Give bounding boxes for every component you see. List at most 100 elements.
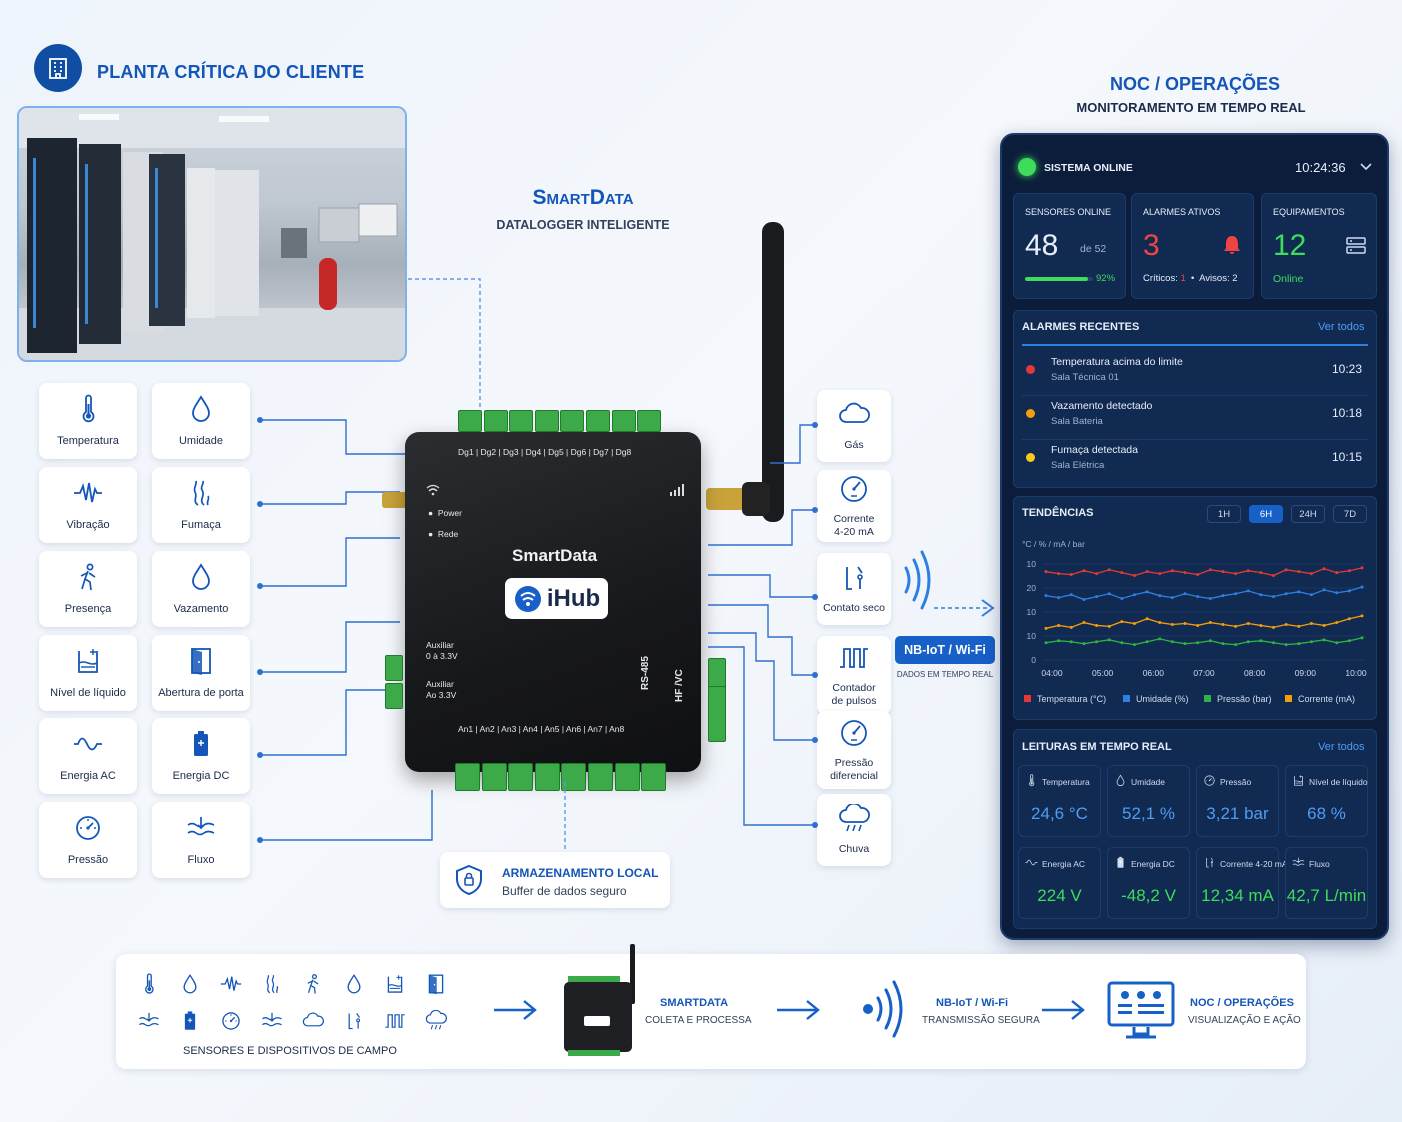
reading-header: Corrente 4-20 mA: [1203, 856, 1288, 871]
flow-step1-sub: COLETA E PROCESSA: [645, 1015, 752, 1026]
data-point: [1297, 624, 1301, 628]
sensor-tile[interactable]: Energia AC: [39, 718, 137, 794]
sensor-label: Presença: [64, 603, 112, 616]
sensor-tile[interactable]: Energia DC: [152, 718, 250, 794]
data-point: [1082, 621, 1086, 625]
sensor-tile[interactable]: Umidade: [152, 383, 250, 459]
sensor-tile[interactable]: Abertura de porta: [152, 635, 250, 711]
sensor-label: Vibração: [66, 519, 110, 532]
data-point: [1246, 569, 1250, 573]
data-point: [1246, 622, 1250, 626]
data-point: [1259, 623, 1263, 627]
clock: 10:24:36: [1295, 160, 1346, 175]
terminal-block: [586, 410, 610, 432]
sensor-tile[interactable]: Fumaça: [152, 467, 250, 543]
sensor-tile[interactable]: Chuva: [817, 794, 891, 866]
building-icon: [34, 44, 82, 92]
sensor-tile[interactable]: Gás: [817, 390, 891, 462]
data-point: [1069, 573, 1073, 577]
reading-card[interactable]: Umidade 52,1 %: [1107, 765, 1190, 837]
sensor-label-line1: Chuva: [838, 843, 870, 856]
sensor-label: Gás: [844, 439, 864, 452]
data-point: [1309, 640, 1313, 644]
data-point: [1057, 596, 1061, 600]
online-status-dot: [1018, 158, 1036, 176]
data-point: [1120, 641, 1124, 645]
range-tab-24h[interactable]: 24H: [1291, 505, 1325, 523]
data-point: [1259, 639, 1263, 643]
terminal-block: [708, 686, 726, 742]
data-point: [1246, 640, 1250, 644]
legend-label: Temperatura (°C): [1037, 694, 1106, 704]
kpi-equipment-card[interactable]: [1261, 193, 1377, 299]
reading-header: Umidade: [1114, 774, 1165, 789]
rs485-label: RS-485: [640, 656, 651, 690]
reading-card[interactable]: Energia DC-48,2 V: [1107, 847, 1190, 919]
reading-header: Fluxo: [1292, 856, 1330, 871]
legend-swatch: [1123, 695, 1130, 702]
data-point: [1196, 623, 1200, 627]
sensor-tile[interactable]: Fluxo: [152, 802, 250, 878]
reading-card[interactable]: Corrente 4-20 mA 12,34 mA: [1196, 847, 1288, 919]
battery-icon: [186, 729, 216, 764]
data-point: [1120, 620, 1124, 624]
radio-waves-icon: [904, 550, 995, 617]
droplet-icon: [186, 394, 216, 429]
chevron-down-icon[interactable]: [1360, 163, 1372, 171]
range-tab-6h[interactable]: 6H: [1249, 505, 1283, 523]
legend-swatch: [1024, 695, 1031, 702]
reading-label: Corrente 4-20 mA: [1220, 858, 1288, 869]
sensor-tile[interactable]: Temperatura: [39, 383, 137, 459]
x-tick-label: 09:00: [1295, 668, 1317, 678]
sensor-tile[interactable]: Pressão: [39, 802, 137, 878]
photo-connector: [408, 278, 481, 415]
plant-title: PLANTA CRÍTICA DO CLIENTE: [97, 62, 365, 82]
kpi-equipment-label: EQUIPAMENTOS: [1273, 207, 1345, 217]
data-point: [1297, 642, 1301, 646]
kpi-sensors-card[interactable]: [1013, 193, 1126, 299]
sensor-tile[interactable]: Nível de líquido: [39, 635, 137, 711]
reading-label: Temperatura: [1042, 776, 1090, 787]
data-point: [1082, 598, 1086, 602]
sensor-tile[interactable]: Contato seco: [817, 553, 891, 625]
reading-value: 52,1 %: [1122, 804, 1175, 823]
range-tab-1h[interactable]: 1H: [1207, 505, 1241, 523]
reading-value: 12,34 mA: [1201, 886, 1274, 905]
data-point: [1132, 643, 1136, 647]
range-tab-7d[interactable]: 7D: [1333, 505, 1367, 523]
recent-alarms-link[interactable]: Ver todos: [1318, 321, 1365, 333]
noc-subtitle: MONITORAMENTO EM TEMPO REAL: [1076, 100, 1306, 115]
flow-arrow-2: [777, 1000, 820, 1020]
sensor-tile[interactable]: Presença: [39, 551, 137, 627]
terminal-block: [637, 410, 662, 432]
data-point: [1183, 622, 1187, 626]
alarm-location: Sala Técnica 01: [1051, 372, 1119, 383]
reading-header: Pressão: [1203, 774, 1251, 789]
terminal-block: [458, 410, 482, 432]
sensor-tile[interactable]: Vazamento: [152, 551, 250, 627]
kpi-equipment-status: Online: [1273, 273, 1304, 285]
readings-link[interactable]: Ver todos: [1318, 741, 1365, 753]
chart-y-label: °C / % / mA / bar: [1022, 539, 1085, 549]
data-point: [1170, 622, 1174, 626]
plant-photo: [17, 106, 407, 362]
terminal-block: [455, 763, 480, 791]
meter-icon: [838, 474, 870, 509]
data-point: [1259, 571, 1263, 575]
sensor-tile[interactable]: Vibração: [39, 467, 137, 543]
sensor-label: Energia DC: [172, 770, 230, 783]
kpi-sensors-label: SENSORES ONLINE: [1025, 207, 1112, 217]
series-line: [1045, 567, 1363, 577]
kpi-sensors-progress: [1025, 277, 1088, 281]
